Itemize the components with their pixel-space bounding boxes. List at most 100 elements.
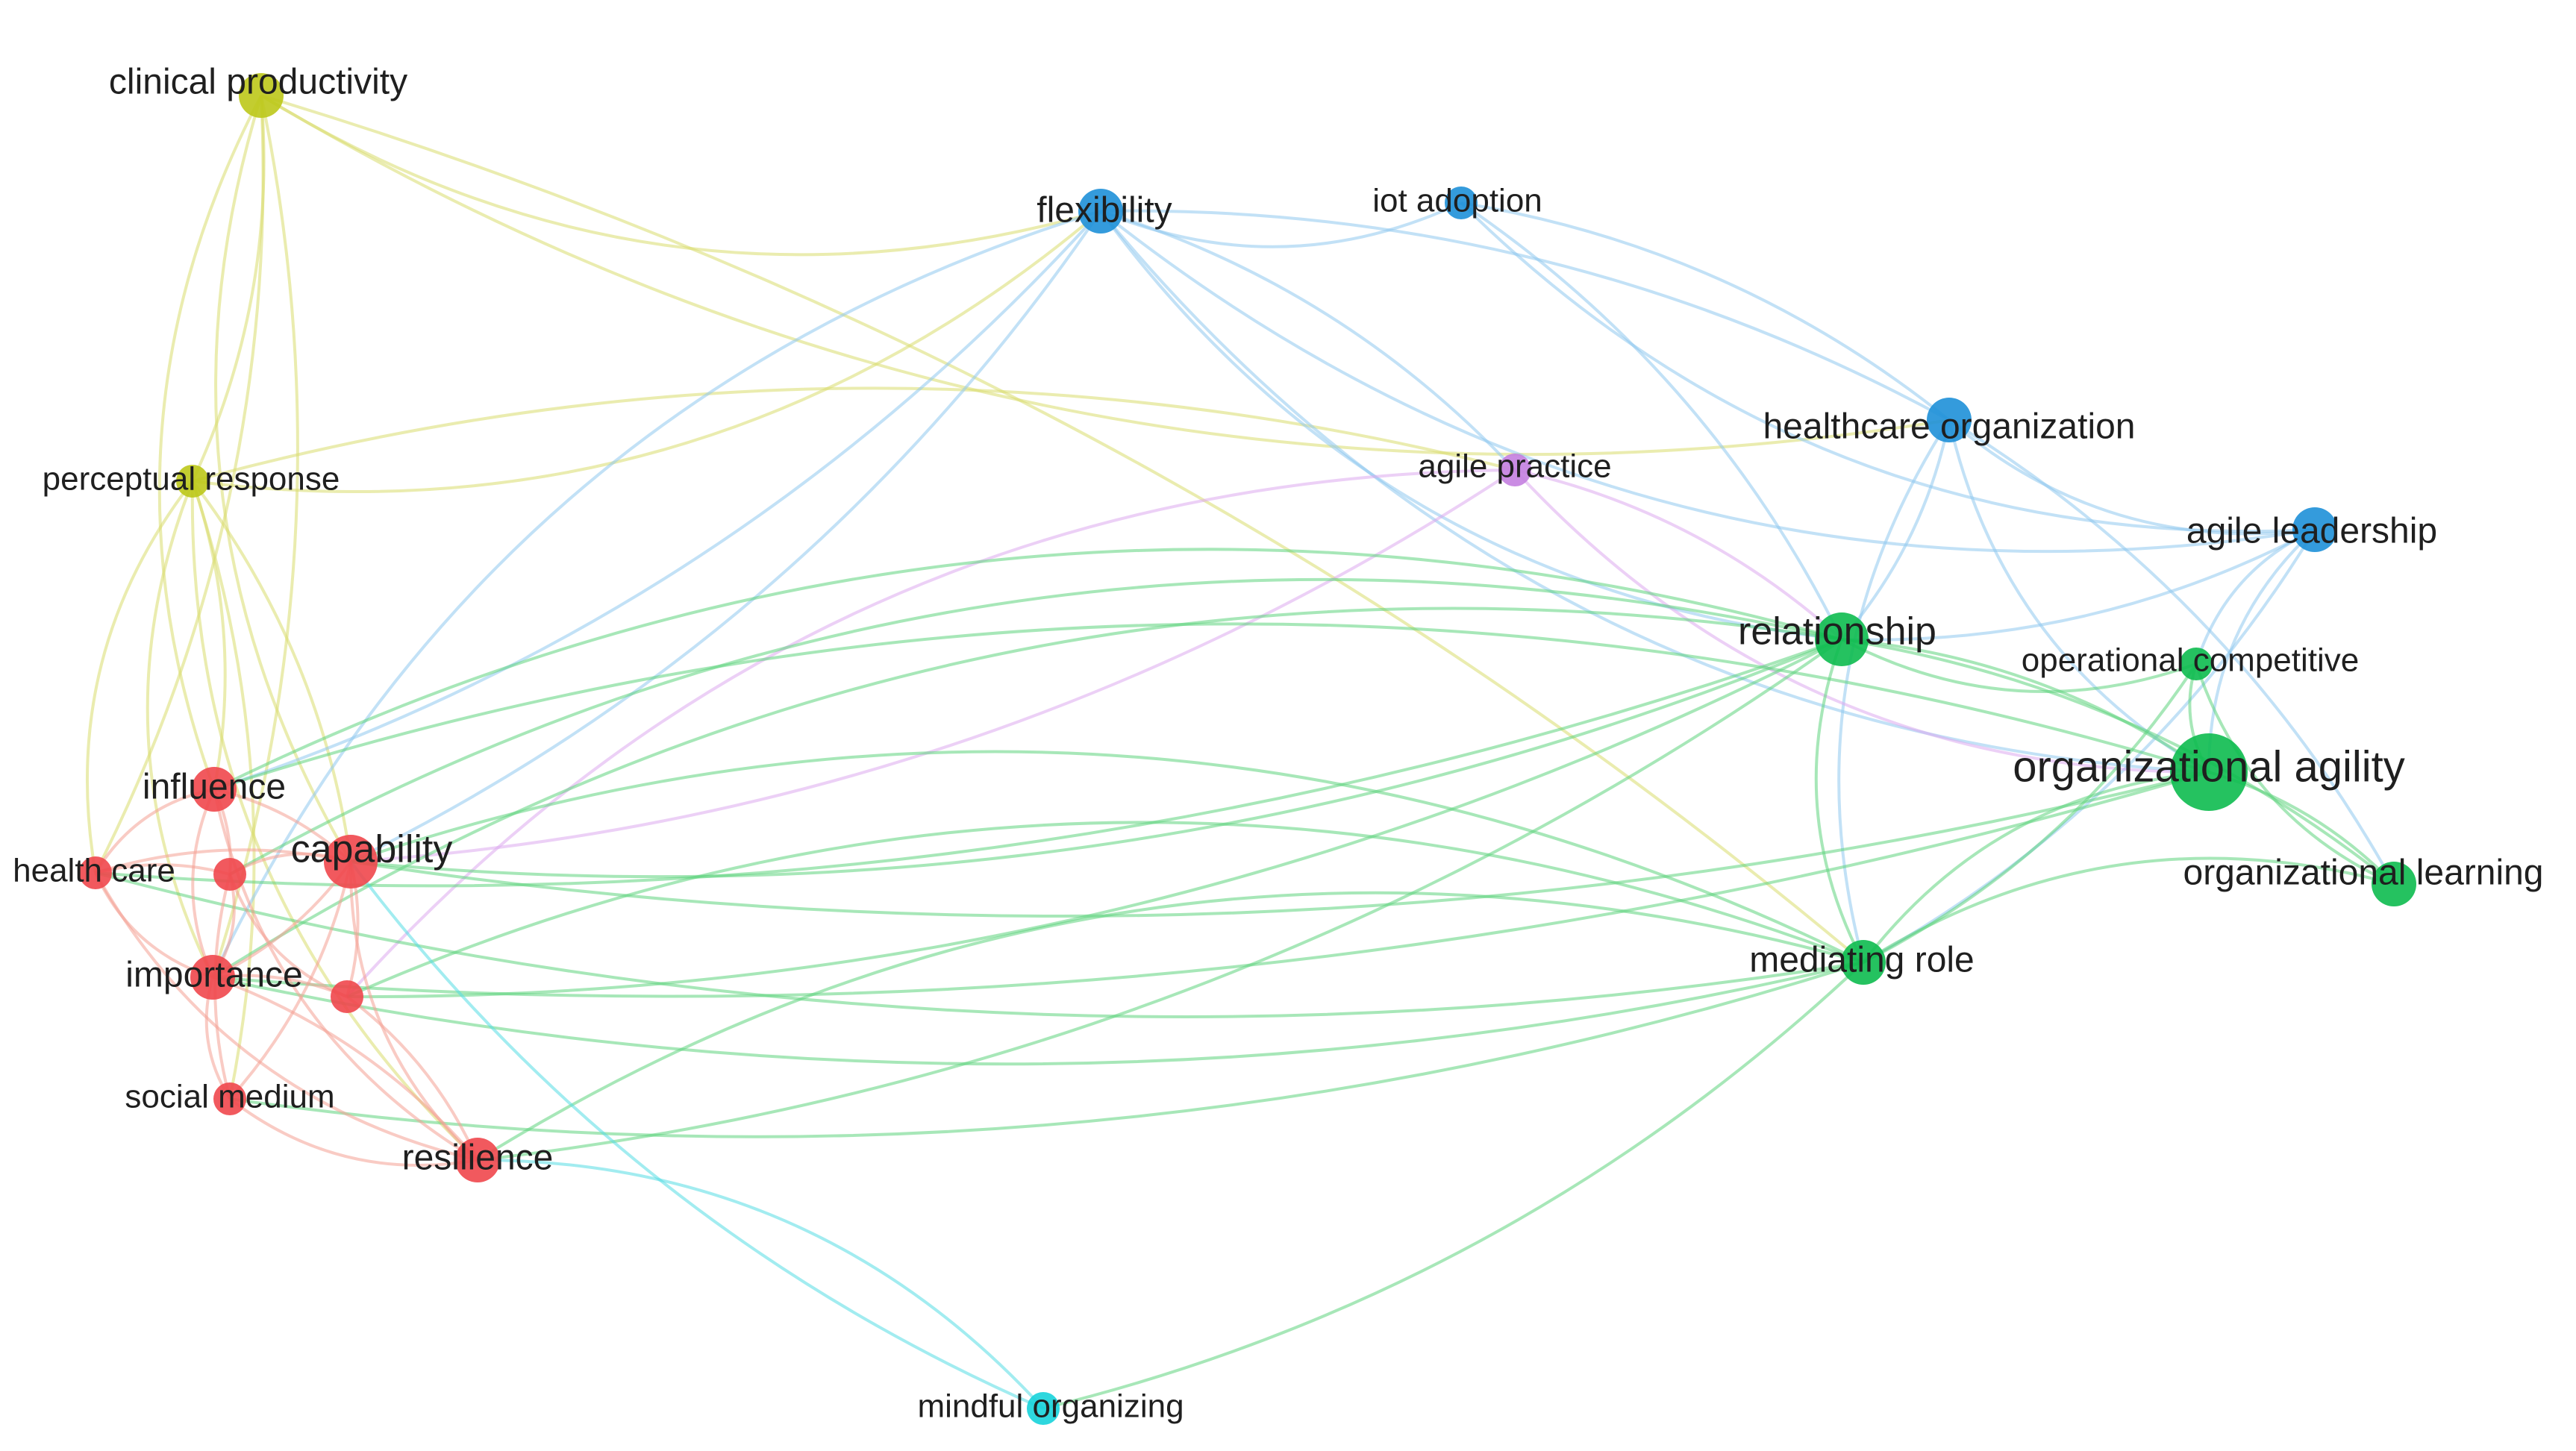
edge-influence-resilience — [213, 789, 479, 1162]
edge-flexibility-capability — [350, 210, 1102, 863]
edge-flexibility-agile-practice — [1100, 210, 1516, 471]
edge-organizational-learning-mediating-role — [1862, 856, 2395, 964]
edge-perceptual-response-importance — [146, 480, 214, 978]
node-organizational-agility[interactable] — [2170, 733, 2248, 811]
node-resilience[interactable] — [455, 1138, 500, 1182]
label-mindful-organizing: mindful organizing — [917, 1388, 1184, 1425]
node-mediating-role[interactable] — [1841, 940, 1886, 985]
label-influence: influence — [143, 768, 286, 807]
edge-red-unlabeled-1-red-unlabeled-2 — [228, 874, 348, 998]
edge-mediating-role-social-medium — [229, 961, 1864, 1138]
node-healthcare-organization[interactable] — [1927, 398, 1972, 442]
node-capability[interactable] — [324, 835, 378, 889]
edge-organizational-agility-capability — [350, 771, 2210, 918]
edge-mindful-organizing-resilience — [477, 1158, 1045, 1410]
label-operational-competitive: operational competitive — [2022, 642, 2359, 679]
edge-relationship-influence — [213, 548, 1842, 791]
label-importance: importance — [125, 956, 302, 995]
node-mindful-organizing[interactable] — [1027, 1392, 1060, 1425]
edge-agile-practice-relationship — [1514, 468, 1843, 641]
edge-healthcare-organization-organizational-agility — [1948, 419, 2210, 774]
edge-clinical-productivity-mediating-role — [260, 94, 1865, 964]
edge-mediating-role-resilience — [476, 891, 1864, 1162]
edge-agile-practice-capability — [350, 468, 1516, 863]
edge-agile-practice-red-unlabeled-2 — [346, 468, 1516, 998]
edge-relationship-red-unlabeled-2 — [346, 638, 1842, 999]
edge-relationship-resilience — [477, 638, 1843, 1162]
edge-mediating-role-red-unlabeled-2 — [346, 821, 1864, 998]
edge-organizational-agility-importance — [212, 771, 2210, 998]
edge-agile-practice-organizational-agility — [1513, 468, 2210, 774]
edge-influence-importance — [191, 789, 216, 978]
node-red-unlabeled-1[interactable] — [213, 858, 246, 891]
node-red-unlabeled-2[interactable] — [331, 980, 363, 1013]
edge-mediating-role-capability — [350, 750, 1864, 964]
edge-relationship-organizational-learning — [1841, 638, 2395, 886]
edge-importance-resilience — [212, 976, 479, 1162]
edge-mediating-role-mindful-organizing — [1042, 961, 1865, 1410]
edge-flexibility-importance — [211, 210, 1101, 978]
edge-perceptual-response-resilience — [190, 480, 479, 1162]
edge-relationship-operational-competitive — [1841, 638, 2197, 694]
edge-mediating-role-importance — [212, 961, 1864, 1066]
edge-perceptual-response-capability — [191, 480, 352, 862]
edge-relationship-red-unlabeled-1 — [229, 577, 1842, 876]
label-agile-practice: agile practice — [1418, 448, 1611, 485]
node-influence[interactable] — [192, 767, 237, 812]
edge-organizational-agility-influence — [213, 622, 2210, 791]
edge-iot-adoption-agile-leadership — [1460, 201, 2316, 533]
edge-iot-adoption-healthcare-organization — [1460, 201, 1951, 421]
node-flexibility[interactable] — [1078, 189, 1123, 234]
node-clinical-productivity[interactable] — [239, 73, 284, 118]
edge-clinical-productivity-health-care — [94, 95, 265, 874]
label-perceptual-response: perceptual response — [43, 461, 340, 498]
edge-flexibility-healthcare-organization — [1100, 209, 1950, 421]
node-relationship[interactable] — [1815, 612, 1869, 666]
edge-agile-leadership-relationship — [1841, 528, 2316, 642]
label-resilience: resilience — [402, 1138, 554, 1178]
edges-layer — [85, 94, 2395, 1410]
edge-social-medium-resilience — [228, 1097, 478, 1167]
label-organizational-learning: organizational learning — [2183, 853, 2544, 893]
nodes-layer — [79, 73, 2416, 1425]
label-organizational-agility: organizational agility — [2013, 742, 2405, 791]
edge-mediating-role-health-care — [95, 871, 1864, 1018]
edge-flexibility-relationship — [1099, 210, 1842, 641]
edge-healthcare-organization-organizational-learning — [1948, 419, 2395, 885]
label-healthcare-organization: healthcare organization — [1763, 407, 2135, 447]
node-iot-adoption[interactable] — [1445, 187, 1478, 219]
node-importance[interactable] — [190, 955, 235, 1000]
edge-perceptual-response-flexibility — [192, 210, 1102, 494]
node-operational-competitive[interactable] — [2180, 648, 2213, 680]
node-organizational-learning[interactable] — [2372, 862, 2416, 906]
edge-relationship-organizational-agility — [1841, 638, 2210, 774]
node-agile-leadership[interactable] — [2292, 507, 2337, 552]
edge-agile-leadership-operational-competitive — [2195, 528, 2316, 665]
node-agile-practice[interactable] — [1498, 454, 1531, 486]
label-capability: capability — [291, 828, 453, 871]
edge-relationship-capability — [350, 638, 1842, 879]
edge-relationship-mediating-role — [1814, 639, 1865, 963]
label-relationship: relationship — [1738, 610, 1936, 654]
edge-relationship-importance — [211, 607, 1842, 979]
label-flexibility: flexibility — [1037, 191, 1172, 231]
edge-capability-social-medium — [228, 861, 352, 1100]
edge-healthcare-organization-agile-leadership — [1948, 419, 2316, 536]
node-health-care[interactable] — [79, 856, 112, 889]
edge-organizational-agility-mediating-role — [1862, 771, 2210, 964]
node-social-medium[interactable] — [213, 1082, 246, 1115]
edge-clinical-productivity-capability — [214, 95, 352, 863]
edge-clinical-productivity-influence — [157, 95, 263, 790]
edge-red-unlabeled-2-resilience — [346, 995, 479, 1161]
edge-health-care-resilience — [94, 872, 478, 1162]
edge-clinical-productivity-flexibility — [260, 94, 1101, 257]
label-iot-adoption: iot adoption — [1372, 183, 1542, 219]
label-mediating-role: mediating role — [1749, 941, 1975, 980]
node-perceptual-response[interactable] — [176, 465, 209, 498]
edge-healthcare-organization-relationship — [1840, 419, 1951, 641]
edge-perceptual-response-health-care — [85, 480, 194, 874]
label-agile-leadership: agile leadership — [2186, 512, 2437, 551]
edge-clinical-productivity-perceptual-response — [191, 95, 266, 482]
